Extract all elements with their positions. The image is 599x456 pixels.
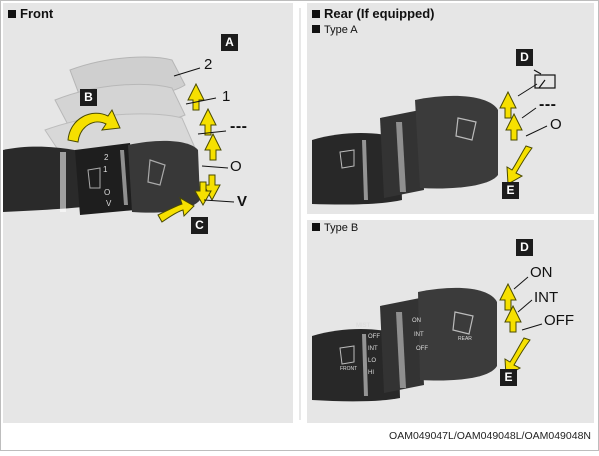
type-b-heading: Type B <box>312 222 358 234</box>
front-arrow-down-off <box>203 174 221 202</box>
callout-c: C <box>191 217 208 234</box>
type-a-arrow-up-1 <box>499 90 517 119</box>
front-pos-1: 1 <box>222 88 231 105</box>
callout-b: B <box>80 89 97 106</box>
callout-a: A <box>221 34 238 51</box>
callout-e-type-b: E <box>500 369 517 386</box>
front-arrow-up-1 <box>199 107 217 136</box>
front-pos-int: --- <box>230 118 248 135</box>
type-b-rear-ring-off: OFF <box>416 346 428 352</box>
type-b-ring-hi: HI <box>368 370 374 376</box>
type-divider <box>307 214 594 220</box>
front-pos-off: O <box>230 158 242 175</box>
callout-d-type-a: D <box>516 49 533 66</box>
front-pos-2: 2 <box>204 56 213 73</box>
type-b-lever <box>312 287 497 402</box>
front-leaders <box>173 67 235 203</box>
front-arrow-up-int <box>204 132 222 161</box>
type-b-arrow-up-1 <box>499 282 517 311</box>
front-ring-1: 1 <box>103 165 108 174</box>
front-ring-2: 2 <box>104 153 109 162</box>
type-a-leaders <box>517 83 548 137</box>
type-a-pos-off: O <box>550 116 562 133</box>
type-a-pos-int: --- <box>539 96 557 113</box>
type-b-pos-int: INT <box>534 289 559 306</box>
type-b-leaders <box>513 276 543 331</box>
type-b-ring-off: OFF <box>368 334 380 340</box>
type-b-rear-ring-on: ON <box>412 318 421 324</box>
type-b-front-label: FRONT <box>340 366 358 372</box>
callout-d-type-b: D <box>516 239 533 256</box>
front-arrow-down-mist <box>194 181 212 207</box>
type-a-heading: Type A <box>312 24 358 36</box>
type-b-pos-off: OFF <box>544 312 574 329</box>
type-b-rear-label: REAR <box>458 336 472 342</box>
type-b-rear-ring-int: INT <box>414 332 424 338</box>
type-a-lever <box>312 95 498 205</box>
front-ring-v: V <box>106 199 112 208</box>
type-b-pos-on: ON <box>530 264 553 281</box>
type-b-ring-int: INT <box>368 346 378 352</box>
type-b-mist-label: MIST <box>356 323 371 329</box>
front-ring-o: O <box>104 188 111 197</box>
image-code: OAM049047L/OAM049048L/OAM049048N <box>389 430 591 442</box>
rear-heading: Rear (If equipped) <box>312 6 435 21</box>
front-arrow-up-2 <box>187 82 205 111</box>
type-b-arrow-up-2 <box>504 304 522 333</box>
type-a-arrow-up-2 <box>505 112 523 141</box>
front-heading: Front <box>8 6 53 21</box>
front-arrow-rotate <box>67 108 121 143</box>
callout-e-type-a: E <box>502 182 519 199</box>
type-a-washer-icon <box>533 69 556 89</box>
type-a-arrow-push <box>506 145 533 185</box>
type-b-ring-lo: LO <box>368 358 377 364</box>
front-arrow-pull <box>157 196 195 223</box>
front-pos-mist: V <box>237 193 248 210</box>
front-lever-stalk <box>3 140 200 215</box>
